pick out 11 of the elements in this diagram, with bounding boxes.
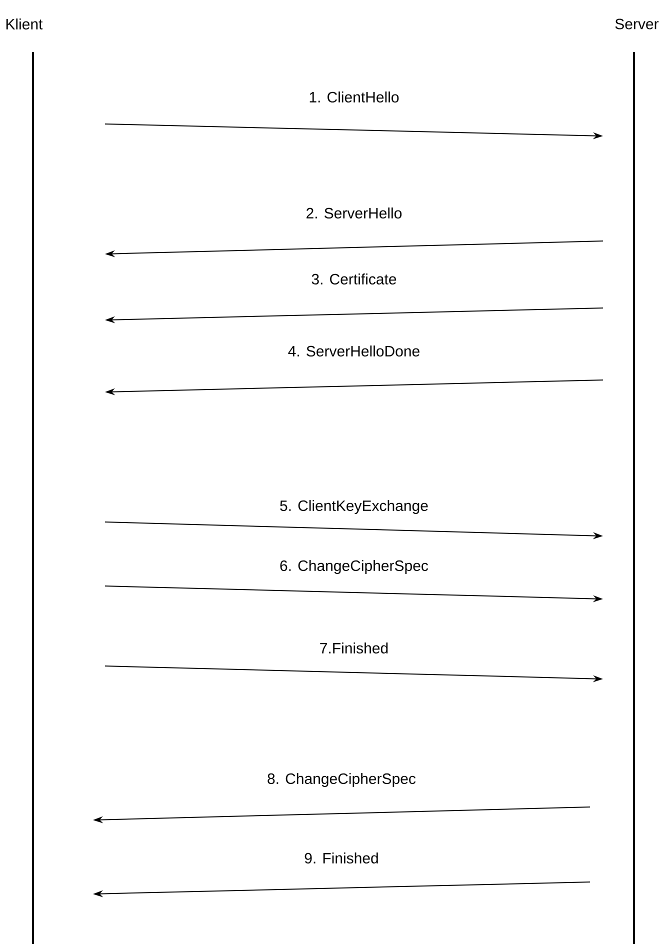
edge-label: 3. Certificate (310, 272, 398, 286)
edge-label: 5. ClientKeyExchange (278, 499, 430, 515)
edge-label: 2. ServerHello (304, 206, 404, 220)
edge-label: 6. ChangeCipherSpec (278, 559, 430, 575)
edge-label: 4. ServerHelloDone (286, 344, 422, 358)
edge-label: 8. ChangeCipherSpec (266, 772, 417, 788)
participant-label: Server (615, 18, 659, 30)
edge-label: 9. Finished (303, 852, 380, 865)
edge-label: 1. ClientHello (308, 90, 400, 104)
edge-label: 7.Finished (318, 642, 390, 654)
participant-label: Klient (6, 18, 43, 30)
